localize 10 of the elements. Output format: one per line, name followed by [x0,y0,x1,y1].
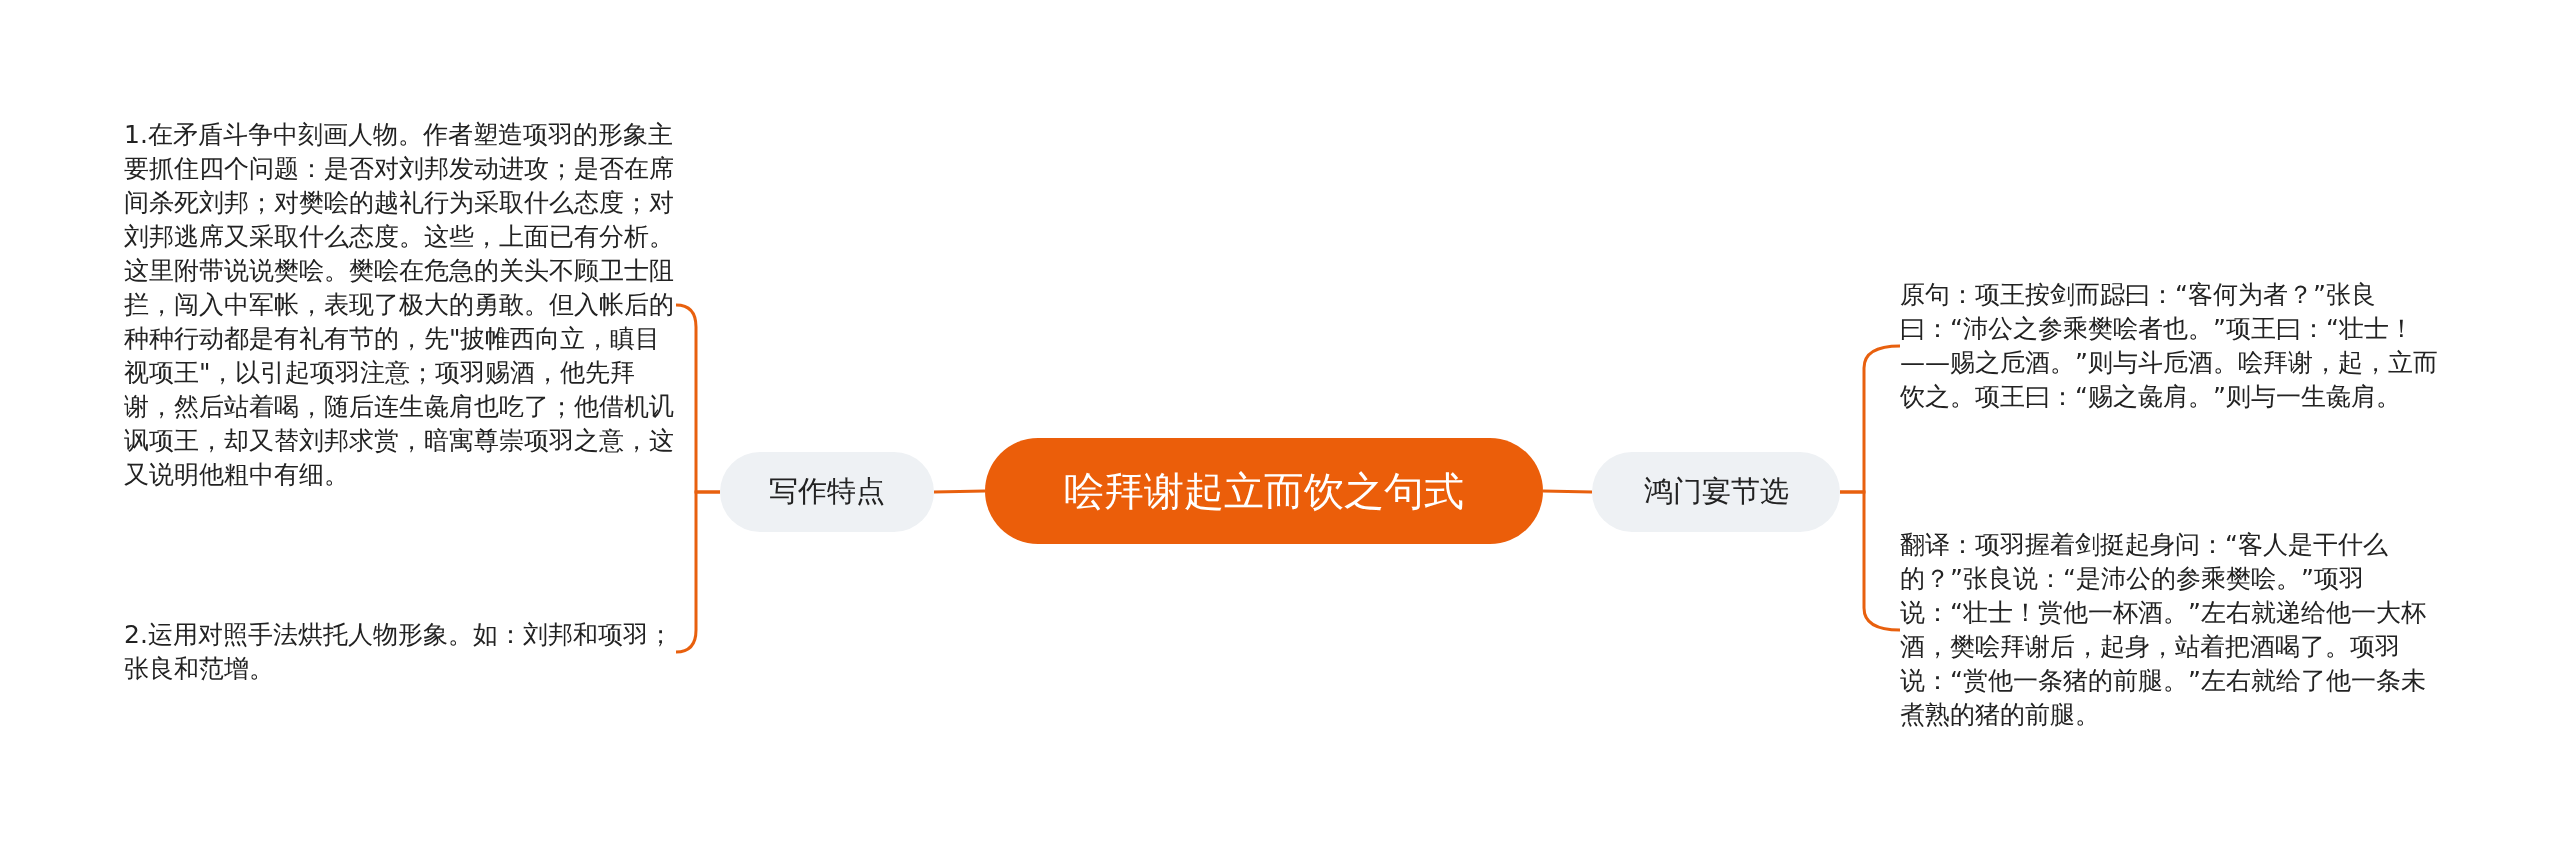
topic-box: 鸿门宴节选 [1592,452,1840,532]
topic-box: 写作特点 [720,452,934,532]
note-text: 2.运用对照手法烘托人物形象。如：刘邦和项羽；张良和范增。 [124,618,676,686]
note-text: 原句：项王按剑而跽曰：“客何为者？”张良曰：“沛公之参乘樊哙者也。”项王曰：“壮士！——赐之卮酒。”则与斗卮酒。哙拜谢，起，立而饮之。项王曰：“赐之彘肩。”则与一生彘肩。 [1900,278,2440,414]
connector-line [1840,490,1901,632]
connector-line [933,489,986,494]
central-topic-box: 哙拜谢起立而饮之句式 [985,438,1543,544]
note-text: 翻译：项羽握着剑挺起身问：“客人是干什么的？”张良说：“是沛公的参乘樊哙。”项羽说：“壮士！赏他一杯酒。”左右就递给他一大杯酒，樊哙拜谢后，起身，站着把酒喝了。项羽说：“赏他一条猪的前腿。”左右就给了他一条未煮熟的猪的前腿。 [1900,528,2440,732]
connector-line [1542,489,1593,494]
note-text: 1.在矛盾斗争中刻画人物。作者塑造项羽的形象主要抓住四个问题：是否对刘邦发动进攻；是否在席间杀死刘邦；对樊哙的越礼行为采取什么态度；对刘邦逃席又采取什么态度。这些，上面已有分析。这里附带说说樊哙。樊哙在危急的关头不顾卫士阻拦，闯入中军帐，表现了极大的勇敢。但入帐后的种种行动都是有礼有节的，先"披帷西向立，瞋目视项王"，以引起项羽注意；项羽赐酒，他先拜谢，然后站着喝，随后连生彘肩也吃了；他借机讥讽项王，却又替刘邦求赏，暗寓尊崇项羽之意，这又说明他粗中有细。 [124,118,676,492]
